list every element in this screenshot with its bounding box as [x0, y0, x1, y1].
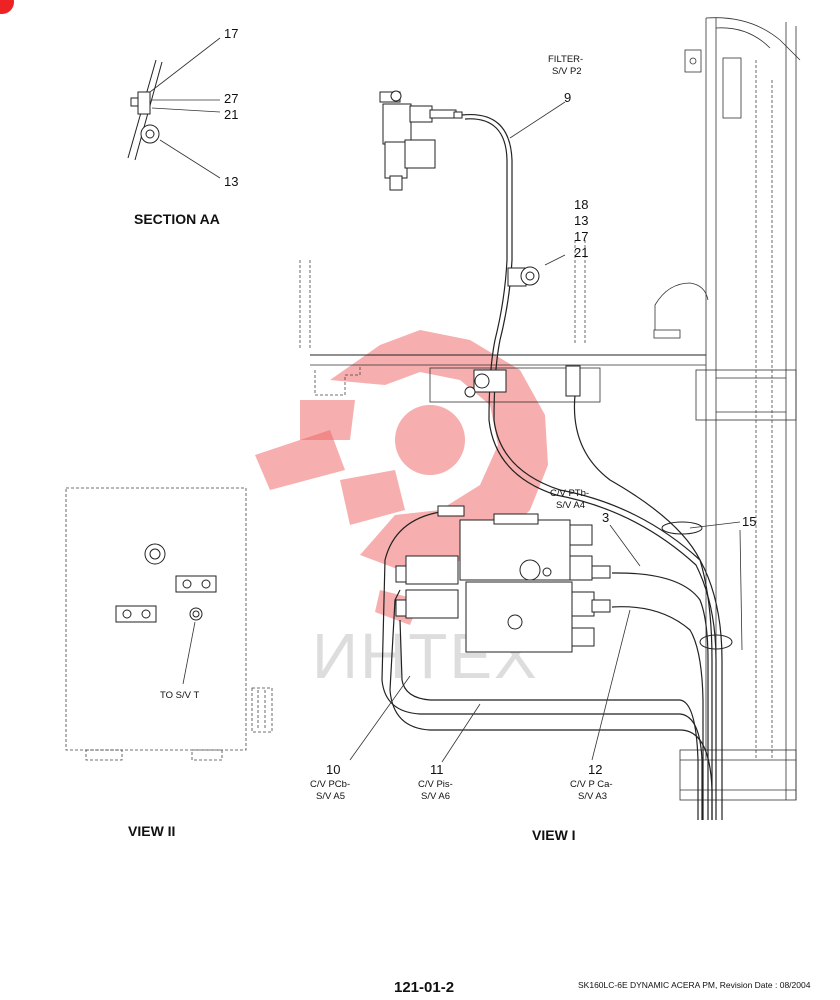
callout-13-aa: 13	[224, 174, 238, 189]
filter-valve	[379, 90, 463, 191]
callout-13: 13	[574, 213, 588, 228]
callout-18: 18	[574, 197, 588, 212]
filter-label-line1: FILTER-	[548, 54, 583, 65]
pcb-label-line1: C/V PCb-	[310, 779, 350, 790]
callout-15: 15	[742, 514, 756, 529]
filter-label-line2: S/V P2	[552, 66, 582, 77]
callout-11: 11	[430, 762, 444, 777]
view-i-leaders	[349, 101, 743, 763]
callout-3: 3	[602, 510, 609, 525]
pis-label-line2: S/V A6	[421, 791, 450, 802]
ptb-label-line1: C/V PTb-	[550, 488, 589, 499]
tee-fitting	[464, 266, 581, 398]
view-i-frame	[299, 17, 801, 801]
to-sv-t-label: TO S/V T	[160, 690, 199, 701]
callout-17-aa: 17	[224, 26, 238, 41]
view-ii-title: VIEW II	[128, 823, 175, 839]
view-i-title: VIEW I	[532, 827, 576, 843]
support-plate	[429, 367, 601, 403]
control-valve-block	[395, 505, 611, 653]
corner-marker	[0, 0, 14, 14]
hose-clamps	[661, 521, 733, 650]
callout-12: 12	[588, 762, 602, 777]
ptb-label-line2: S/V A4	[556, 500, 585, 511]
callout-27-aa: 27	[224, 91, 238, 106]
callout-17: 17	[574, 229, 588, 244]
callout-10: 10	[326, 762, 340, 777]
section-aa-title: SECTION AA	[134, 211, 220, 227]
callout-21-aa: 21	[224, 107, 238, 122]
view-ii-drawing	[65, 487, 273, 761]
doc-info: SK160LC-6E DYNAMIC ACERA PM, Revision Da…	[578, 980, 811, 990]
callout-21: 21	[574, 245, 588, 260]
pca-label-line1: C/V P Ca-	[570, 779, 613, 790]
pca-label-line2: S/V A3	[578, 791, 607, 802]
pcb-label-line2: S/V A5	[316, 791, 345, 802]
callout-9: 9	[564, 90, 571, 105]
pis-label-line1: C/V Pis-	[418, 779, 453, 790]
page-number: 121-01-2	[394, 979, 454, 996]
section-aa-drawing	[127, 37, 221, 179]
